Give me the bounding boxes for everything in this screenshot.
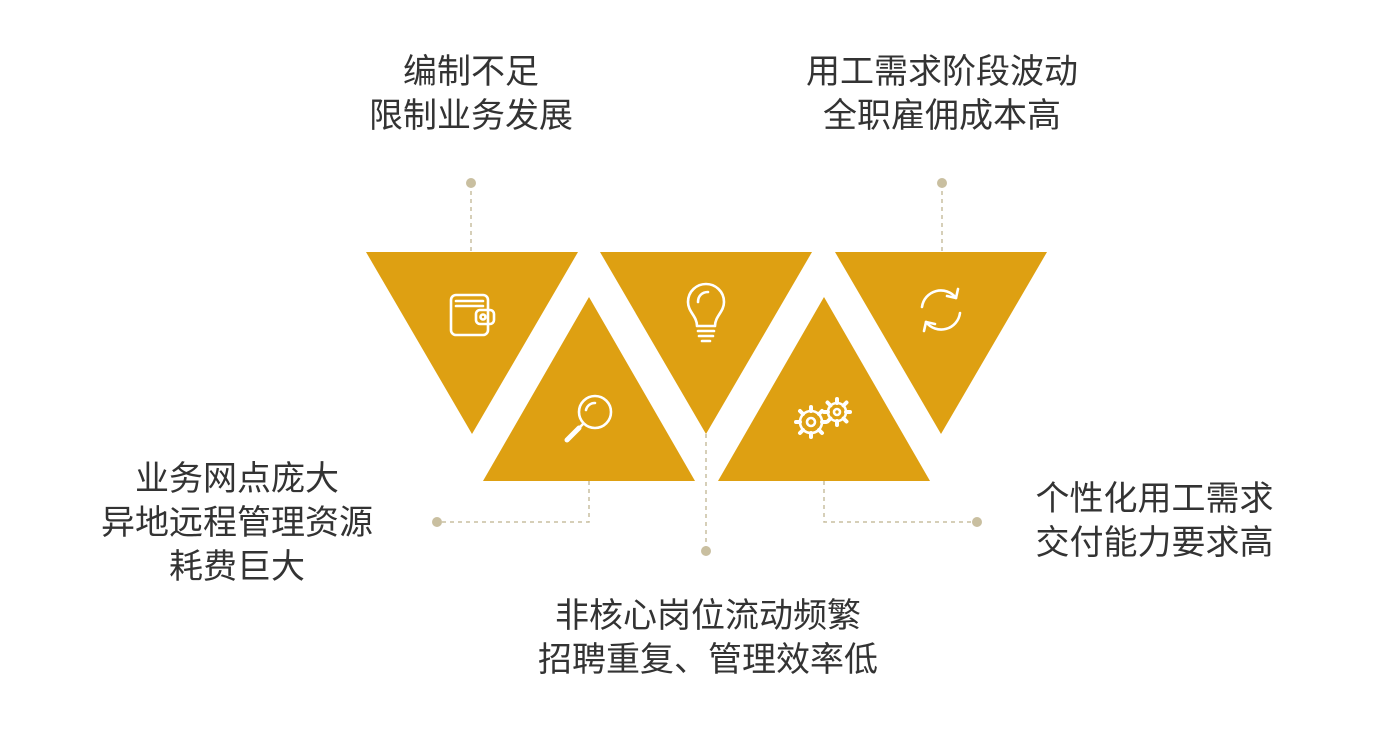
connector-dot-staffing-limit <box>466 178 476 188</box>
label-line: 非核心岗位流动频繁 <box>555 596 861 636</box>
label-personalized-demand: 个性化用工需求 交付能力要求高 <box>1022 477 1287 565</box>
wallet-icon <box>449 293 496 337</box>
connector-dot-personalized-demand <box>972 517 982 527</box>
connector-dot-turnover <box>701 546 711 556</box>
connector-personalized-demand <box>823 481 977 523</box>
label-line: 业务网点庞大 <box>135 459 339 499</box>
connector-dots <box>432 178 982 556</box>
icons <box>449 282 962 443</box>
connector-remote-management <box>437 481 590 523</box>
refresh-icon <box>920 287 962 333</box>
gears-icon <box>794 397 852 439</box>
label-line: 用工需求阶段波动 <box>806 52 1078 92</box>
connectors <box>437 183 977 551</box>
label-staffing-limit: 编制不足 限制业务发展 <box>351 50 591 138</box>
label-line: 异地远程管理资源 <box>101 503 373 543</box>
label-line: 限制业务发展 <box>369 96 573 136</box>
label-line: 招聘重复、管理效率低 <box>538 640 878 680</box>
triangle-remote-management <box>483 297 695 481</box>
triangles <box>366 252 1047 481</box>
connector-dot-remote-management <box>432 517 442 527</box>
label-demand-fluctuation: 用工需求阶段波动 全职雇佣成本高 <box>792 50 1092 138</box>
label-remote-management: 业务网点庞大 异地远程管理资源 耗费巨大 <box>92 457 382 589</box>
label-line: 交付能力要求高 <box>1035 523 1274 563</box>
triangle-demand-fluctuation <box>835 252 1047 434</box>
label-line: 个性化用工需求 <box>1035 479 1274 519</box>
triangle-personalized-demand <box>718 297 930 481</box>
label-turnover: 非核心岗位流动频繁 招聘重复、管理效率低 <box>528 594 888 682</box>
triangle-staffing-limit <box>366 252 578 434</box>
magnifier-icon <box>564 394 613 443</box>
connector-dot-demand-fluctuation <box>937 178 947 188</box>
triangle-turnover <box>600 252 812 434</box>
label-line: 全职雇佣成本高 <box>823 96 1061 136</box>
label-line: 编制不足 <box>403 52 539 92</box>
lightbulb-icon <box>686 282 726 343</box>
label-line: 耗费巨大 <box>169 547 305 587</box>
